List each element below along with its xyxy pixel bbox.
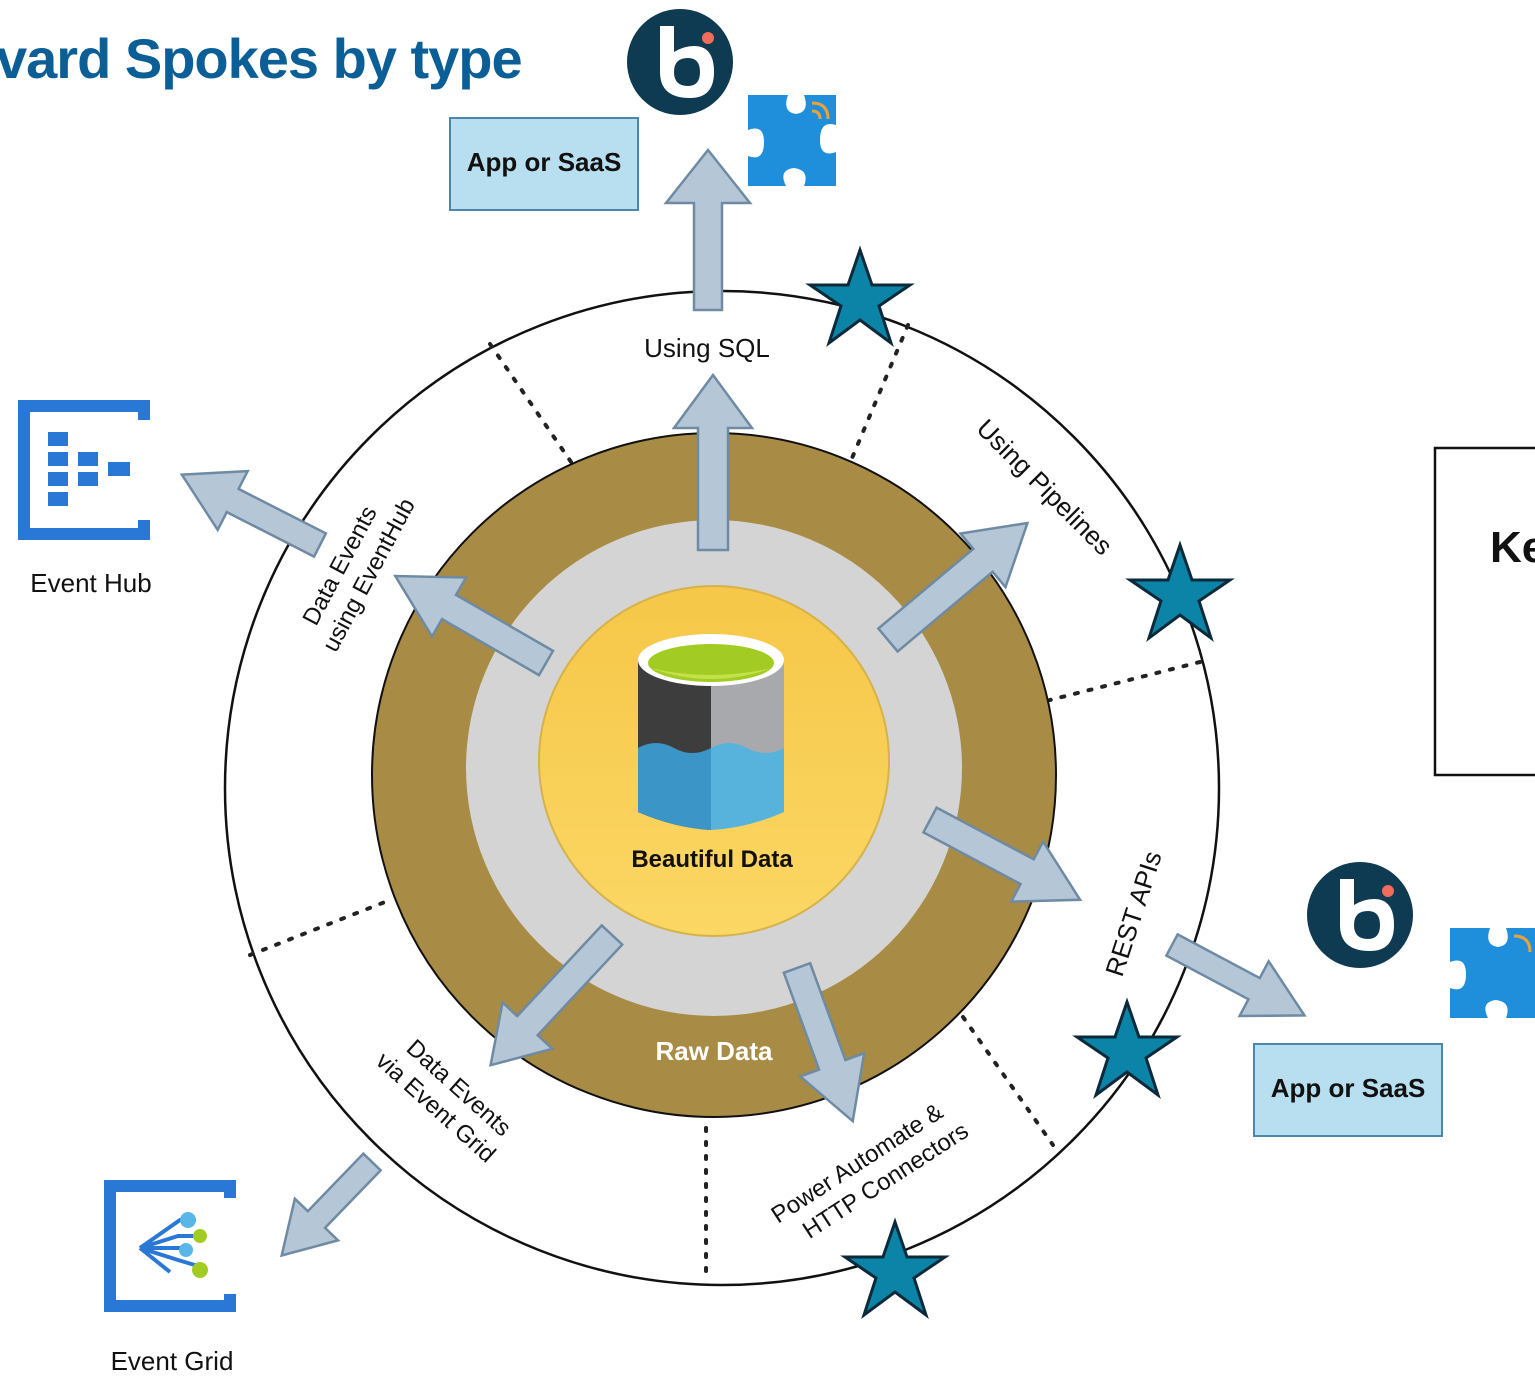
app-saas-box-top	[449, 117, 639, 211]
star-icon	[805, 245, 915, 348]
divider-line	[248, 898, 392, 957]
raw-data-label: Raw Data	[655, 1036, 773, 1066]
event-grid-icon	[104, 1180, 236, 1312]
arrow-power-automate	[782, 961, 866, 1124]
arrow-event-grid-outer	[280, 1151, 383, 1258]
app-saas-label-top: App or SaaS	[467, 147, 622, 177]
core-label: Beautiful Data	[631, 846, 793, 873]
arrow-rest-inner	[921, 805, 1083, 903]
event-grid-label: Event Grid	[111, 1346, 234, 1376]
puzzle-connector-icon	[748, 95, 836, 186]
event-hub-icon	[18, 400, 150, 540]
arrow-event-grid-inner	[489, 923, 625, 1067]
arrow-sql-inner	[671, 372, 755, 552]
divider-line	[1048, 660, 1202, 702]
key-box	[1433, 446, 1535, 777]
arrow-rest-outer	[1164, 932, 1307, 1018]
key-label: Ke	[1490, 523, 1535, 572]
boomi-logo-icon	[627, 9, 733, 115]
arrow-eventhub-outer	[179, 469, 328, 559]
spoke-dividers	[248, 323, 1202, 1284]
boomi-logo-icon	[1307, 862, 1413, 968]
app-saas-box-right	[1253, 1043, 1443, 1137]
arrow-pipelines	[876, 521, 1030, 654]
star-icon	[840, 1217, 950, 1320]
divider-line	[488, 342, 582, 477]
spoke-label-sql: Using SQL	[644, 333, 770, 363]
arrow-sql-outer	[663, 147, 753, 312]
app-saas-label-right: App or SaaS	[1271, 1073, 1426, 1103]
star-icon	[1072, 997, 1182, 1100]
event-hub-label: Event Hub	[30, 568, 151, 598]
star-icon	[1125, 540, 1235, 643]
arrow-eventhub-inner	[393, 574, 555, 677]
divider-line	[961, 1015, 1055, 1147]
divider-line	[845, 323, 910, 472]
puzzle-connector-icon	[1450, 928, 1535, 1018]
page-title: vard Spokes by type	[0, 27, 522, 90]
spoke-arrows	[179, 147, 1307, 1258]
datalake-cylinder-icon	[638, 634, 784, 830]
